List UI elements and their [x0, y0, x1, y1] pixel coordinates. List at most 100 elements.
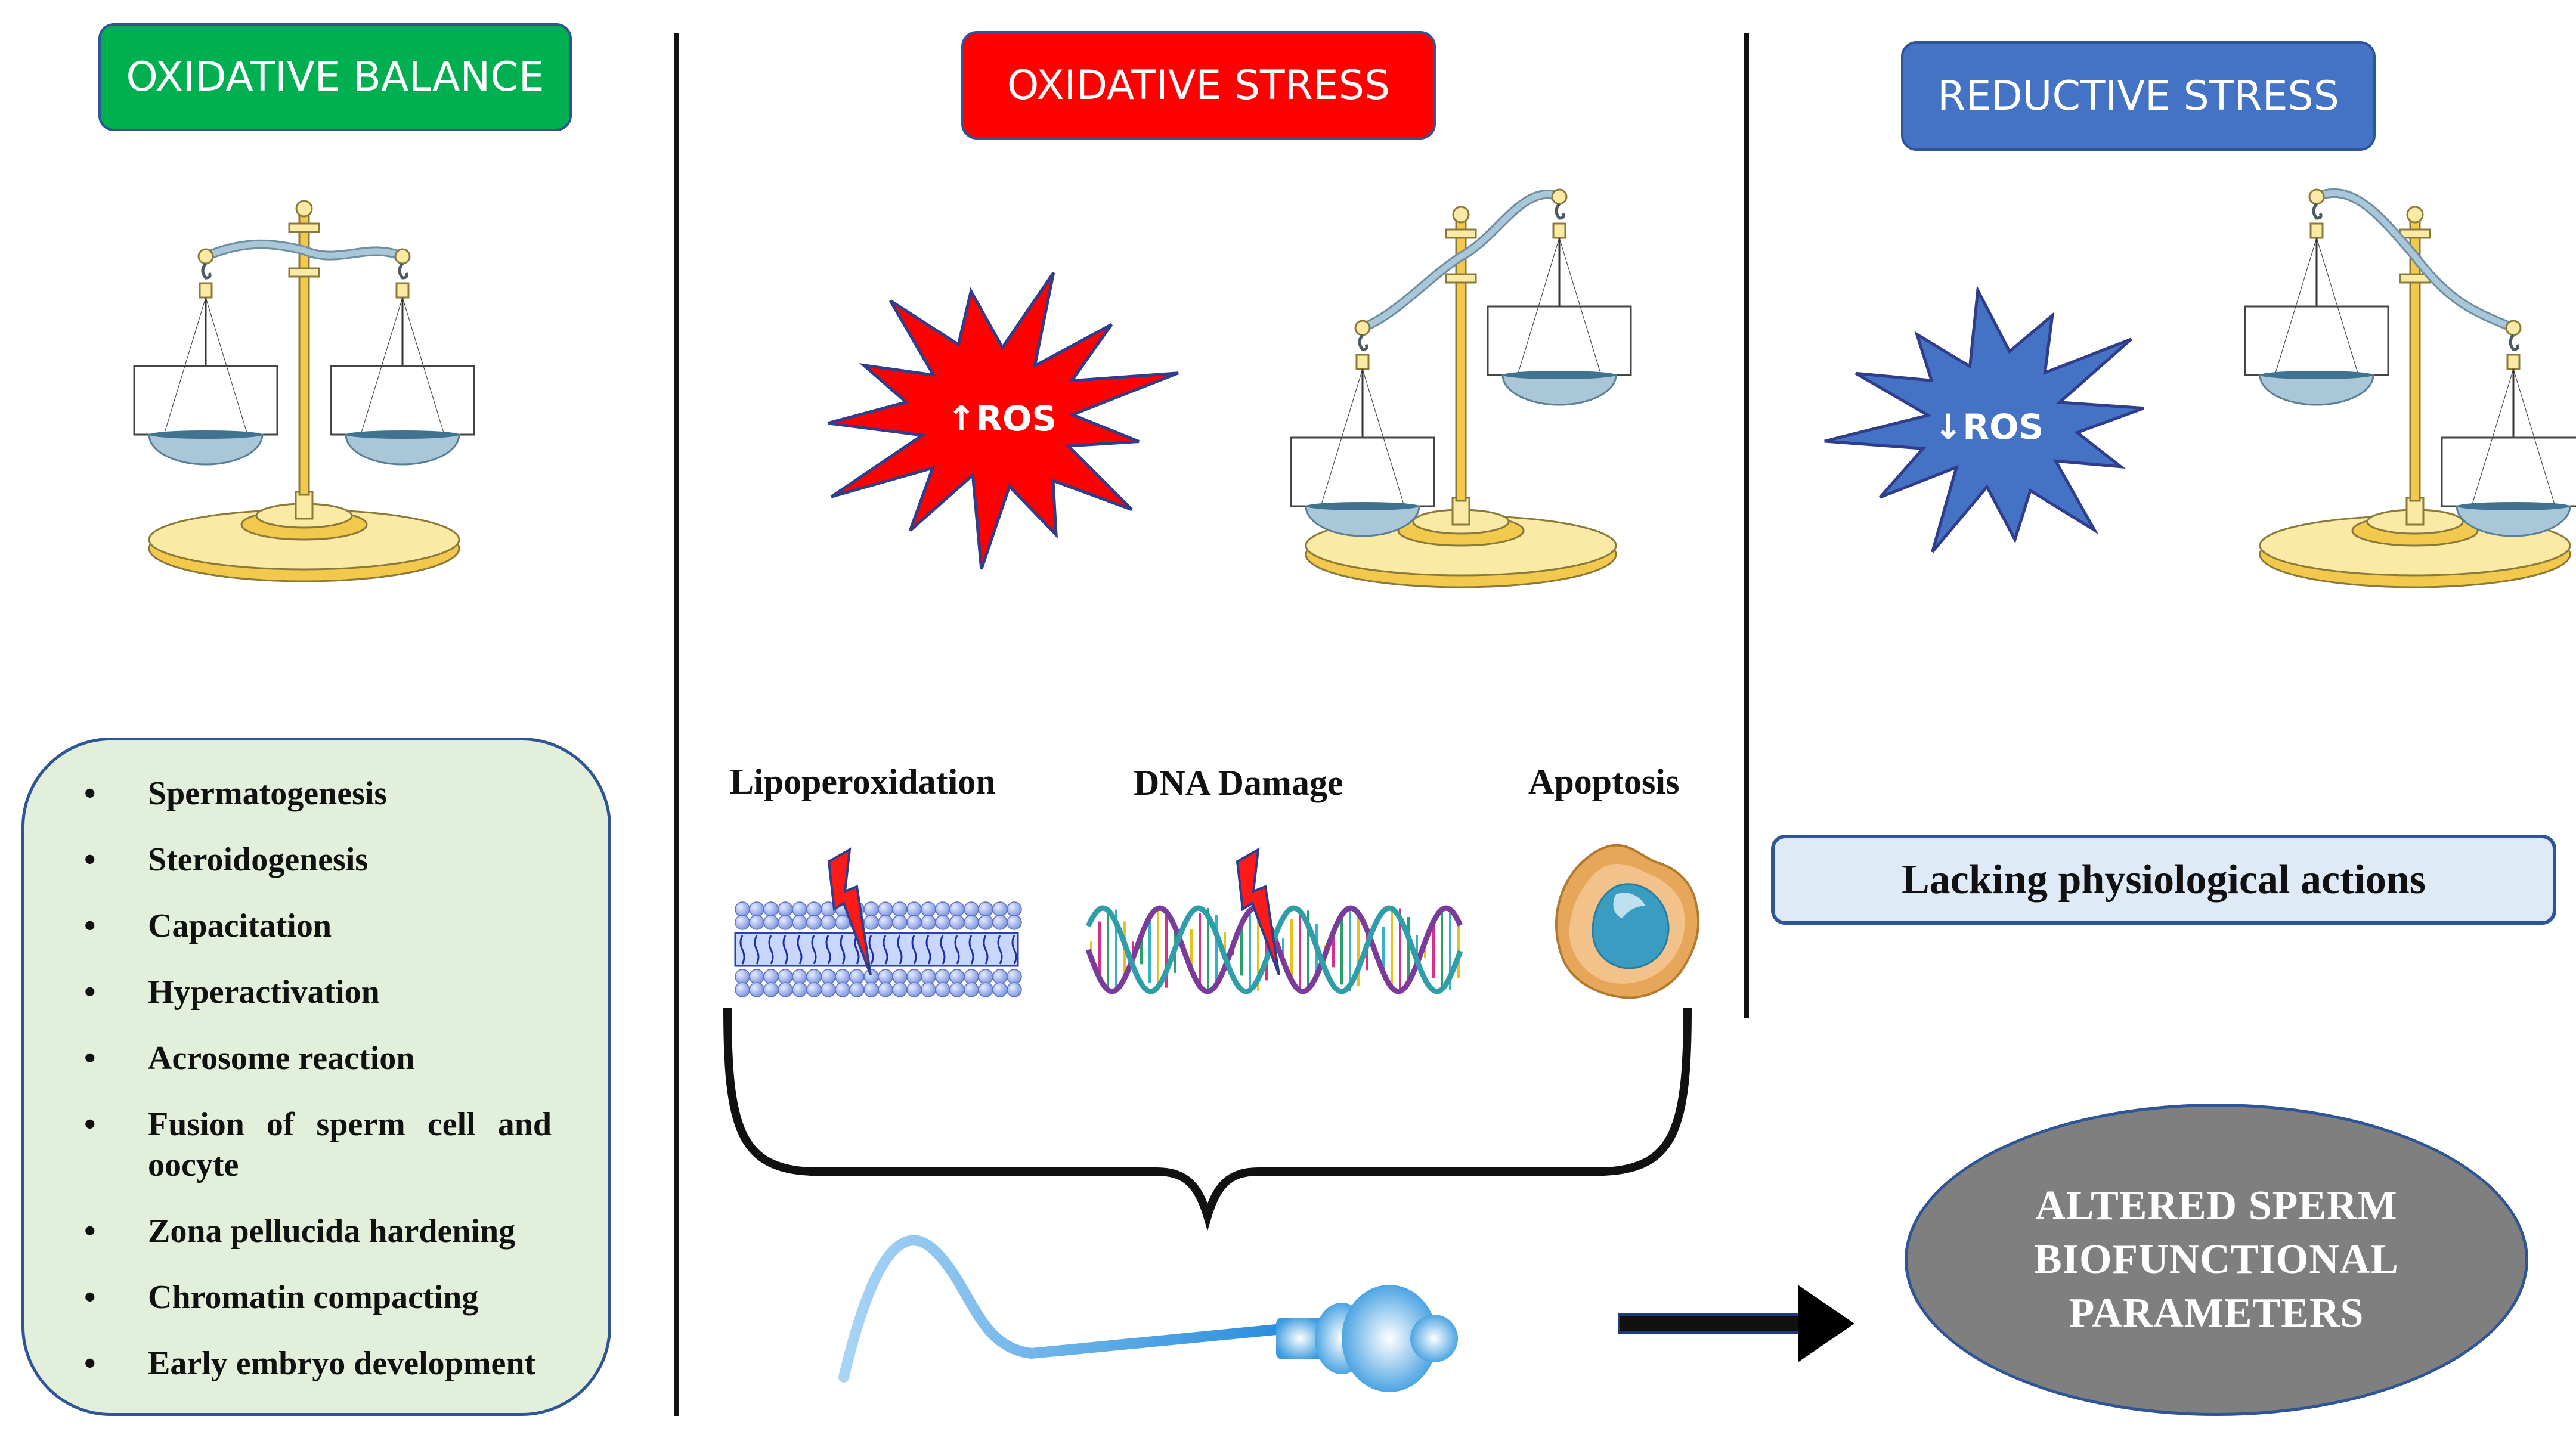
function-list-item: • Hyperactivation — [24, 972, 608, 1012]
function-label: Hyperactivation — [148, 974, 380, 1011]
membrane-bead — [849, 982, 865, 997]
membrane-bead — [949, 915, 965, 930]
membrane-bead — [978, 982, 993, 997]
membrane-bead — [749, 915, 764, 930]
physiological-functions-list: •Spermatogenesis•Steroidogenesis•Capacit… — [21, 738, 611, 1416]
membrane-bead — [949, 982, 965, 997]
ros-increase-burst-icon — [827, 272, 1179, 570]
membrane-bead — [735, 915, 750, 930]
outcome-line-1: ALTERED SPERM — [2035, 1183, 2398, 1229]
membrane-bead — [892, 982, 908, 997]
effect-label-dna-damage: DNA Damage — [1134, 763, 1343, 802]
membrane-bead — [892, 901, 908, 917]
reductive-stress-header: REDUCTIVE STRESS — [1901, 41, 2376, 151]
membrane-bead — [735, 982, 750, 997]
function-list-item: • Zona pellucida hardening — [24, 1211, 608, 1251]
membrane-bead — [992, 982, 1008, 997]
membrane-bead — [992, 969, 1008, 984]
membrane-bead — [892, 969, 908, 984]
balance-scale-icon — [133, 200, 475, 582]
membrane-bead — [735, 969, 750, 984]
outcome-line-3: PARAMETERS — [2069, 1290, 2364, 1336]
function-label: Zona pellucida hardening — [148, 1213, 516, 1250]
lacking-physiological-actions-text: Lacking physiological actions — [1901, 856, 2426, 903]
membrane-bead — [978, 901, 993, 917]
membrane-bead — [964, 982, 979, 997]
membrane-bead — [949, 901, 965, 917]
membrane-bead — [806, 969, 822, 984]
membrane-bead — [778, 982, 793, 997]
membrane-bead — [935, 969, 950, 984]
membrane-bead — [992, 901, 1008, 917]
membrane-bead — [964, 915, 979, 930]
membrane-bead — [978, 969, 993, 984]
dna-helix-icon — [1085, 905, 1463, 994]
divider-left — [674, 33, 679, 1416]
oxidative-scale-icon — [1290, 188, 1632, 588]
membrane-bead — [778, 915, 793, 930]
membrane-bead — [792, 915, 807, 930]
membrane-bead — [1007, 901, 1022, 917]
oxidative-stress-title: OXIDATIVE STRESS — [1007, 61, 1391, 109]
function-list-item: • Acrosome reaction — [24, 1038, 608, 1079]
membrane-bead — [735, 901, 750, 917]
scale-pan — [148, 433, 264, 466]
scale-pan — [1305, 505, 1420, 537]
membrane-bead — [935, 982, 950, 997]
function-list-item: •Fusion of sperm cell and oocyte — [24, 1104, 608, 1185]
membrane-bead — [964, 969, 979, 984]
function-label: Early embryo development — [148, 1345, 536, 1382]
scale-pan — [345, 433, 460, 466]
outcome-line-2: BIOFUNCTIONAL — [2034, 1237, 2399, 1282]
membrane-bead — [964, 901, 979, 917]
membrane-bead — [1007, 982, 1022, 997]
membrane-bead — [763, 915, 779, 930]
membrane-bead — [921, 915, 936, 930]
effect-label-apoptosis: Apoptosis — [1528, 762, 1680, 801]
altered-sperm-parameters-outcome: ALTERED SPERM BIOFUNCTIONAL PARAMETERS — [1905, 1104, 2528, 1416]
bullet-icon: • — [84, 1345, 96, 1382]
membrane-bead — [806, 982, 822, 997]
arrow-right-icon — [1618, 1285, 1854, 1362]
membrane-bead — [906, 901, 922, 917]
lipid-membrane-icon — [734, 901, 1022, 997]
membrane-bead — [892, 915, 908, 930]
membrane-bead — [878, 982, 893, 997]
membrane-bead — [992, 915, 1008, 930]
membrane-bead — [749, 982, 764, 997]
oxidative-balance-title: OXIDATIVE BALANCE — [126, 54, 544, 101]
membrane-bead — [878, 901, 893, 917]
ros-decrease-burst-icon — [1824, 285, 2144, 553]
bullet-icon: • — [84, 1279, 96, 1316]
bullet-icon: • — [84, 1040, 96, 1077]
bullet-icon: • — [84, 1106, 96, 1143]
membrane-bead — [878, 915, 893, 930]
membrane-bead — [949, 969, 965, 984]
membrane-bead — [792, 982, 807, 997]
membrane-bead — [806, 915, 822, 930]
membrane-bead — [806, 901, 822, 917]
convergence-brace — [723, 1007, 1692, 1231]
oxidative-balance-header: OXIDATIVE BALANCE — [98, 23, 572, 131]
bullet-icon: • — [84, 1213, 96, 1250]
function-list-item: • Chromatin compacting — [24, 1277, 608, 1318]
function-label: Steroidogenesis — [148, 841, 369, 878]
scale-pan — [2259, 374, 2374, 406]
membrane-bead — [821, 982, 836, 997]
membrane-bead — [921, 982, 936, 997]
divider-right — [1744, 33, 1749, 1018]
bullet-icon: • — [84, 775, 96, 812]
membrane-bead — [906, 982, 922, 997]
membrane-bead — [792, 901, 807, 917]
function-label: Chromatin compacting — [148, 1279, 479, 1316]
function-label: Capacitation — [148, 907, 332, 944]
function-label: Acrosome reaction — [148, 1040, 415, 1077]
membrane-bead — [763, 901, 779, 917]
membrane-bead — [778, 901, 793, 917]
membrane-bead — [906, 915, 922, 930]
apoptotic-cell-icon — [1555, 844, 1700, 999]
bullet-icon: • — [84, 974, 96, 1011]
lacking-physiological-actions-box: Lacking physiological actions — [1771, 835, 2556, 925]
bullet-icon: • — [84, 907, 96, 944]
scale-pan — [2456, 505, 2571, 537]
